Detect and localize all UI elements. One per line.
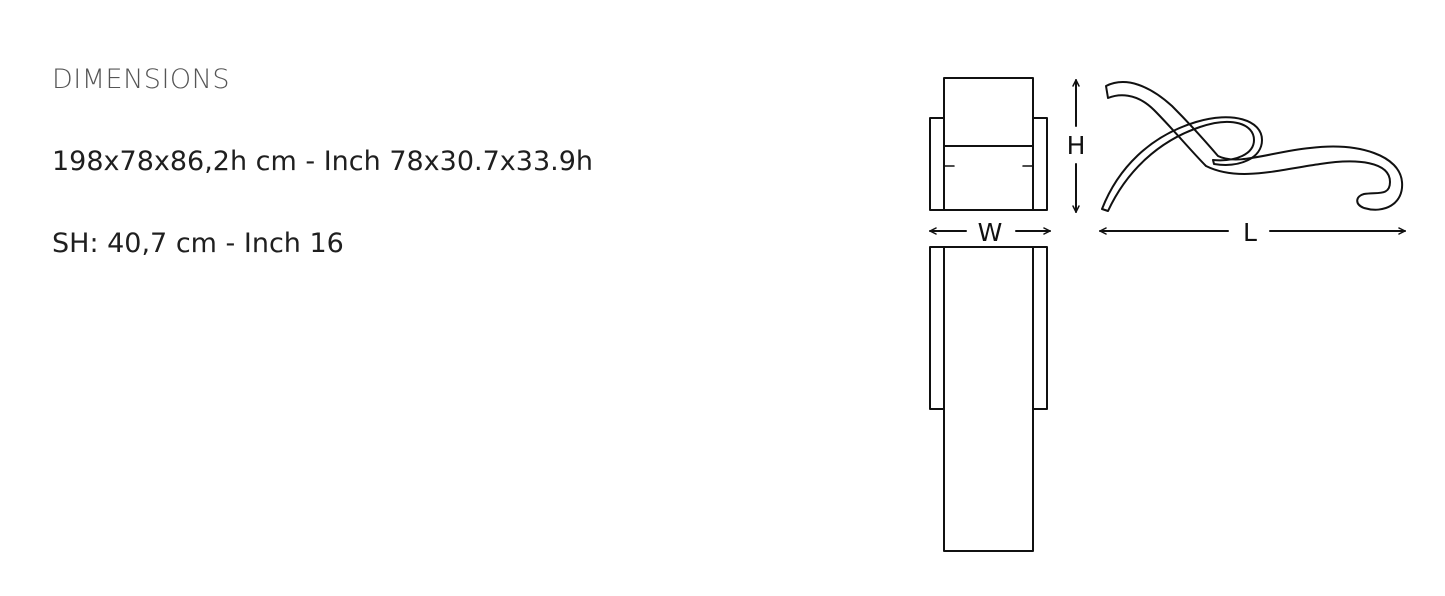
front-view <box>929 77 1048 211</box>
width-dimension-line <box>929 227 1051 235</box>
height-dimension-line <box>1072 79 1080 213</box>
top-view-right-arm <box>1032 246 1048 410</box>
top-view-body <box>943 246 1034 552</box>
length-dimension-line <box>1099 227 1406 235</box>
seat-height-text: SH: 40,7 cm - Inch 16 <box>52 228 344 259</box>
height-label: H <box>1067 131 1086 160</box>
top-view <box>929 246 1048 552</box>
length-label: L <box>1243 218 1257 247</box>
front-view-left-arm <box>929 117 945 211</box>
front-view-backrest <box>943 77 1034 147</box>
dimensions-heading: DIMENSIONS <box>52 64 230 95</box>
side-view-ribbon-outer <box>1101 116 1263 212</box>
width-label: W <box>978 218 1003 247</box>
front-view-seat <box>943 145 1034 211</box>
top-view-left-arm <box>929 246 945 410</box>
overall-dimensions-text: 198x78x86,2h cm - Inch 78x30.7x33.9h <box>52 146 593 177</box>
side-view-ribbon-tail <box>1105 81 1404 211</box>
front-view-right-arm <box>1032 117 1048 211</box>
side-view <box>1101 81 1404 212</box>
